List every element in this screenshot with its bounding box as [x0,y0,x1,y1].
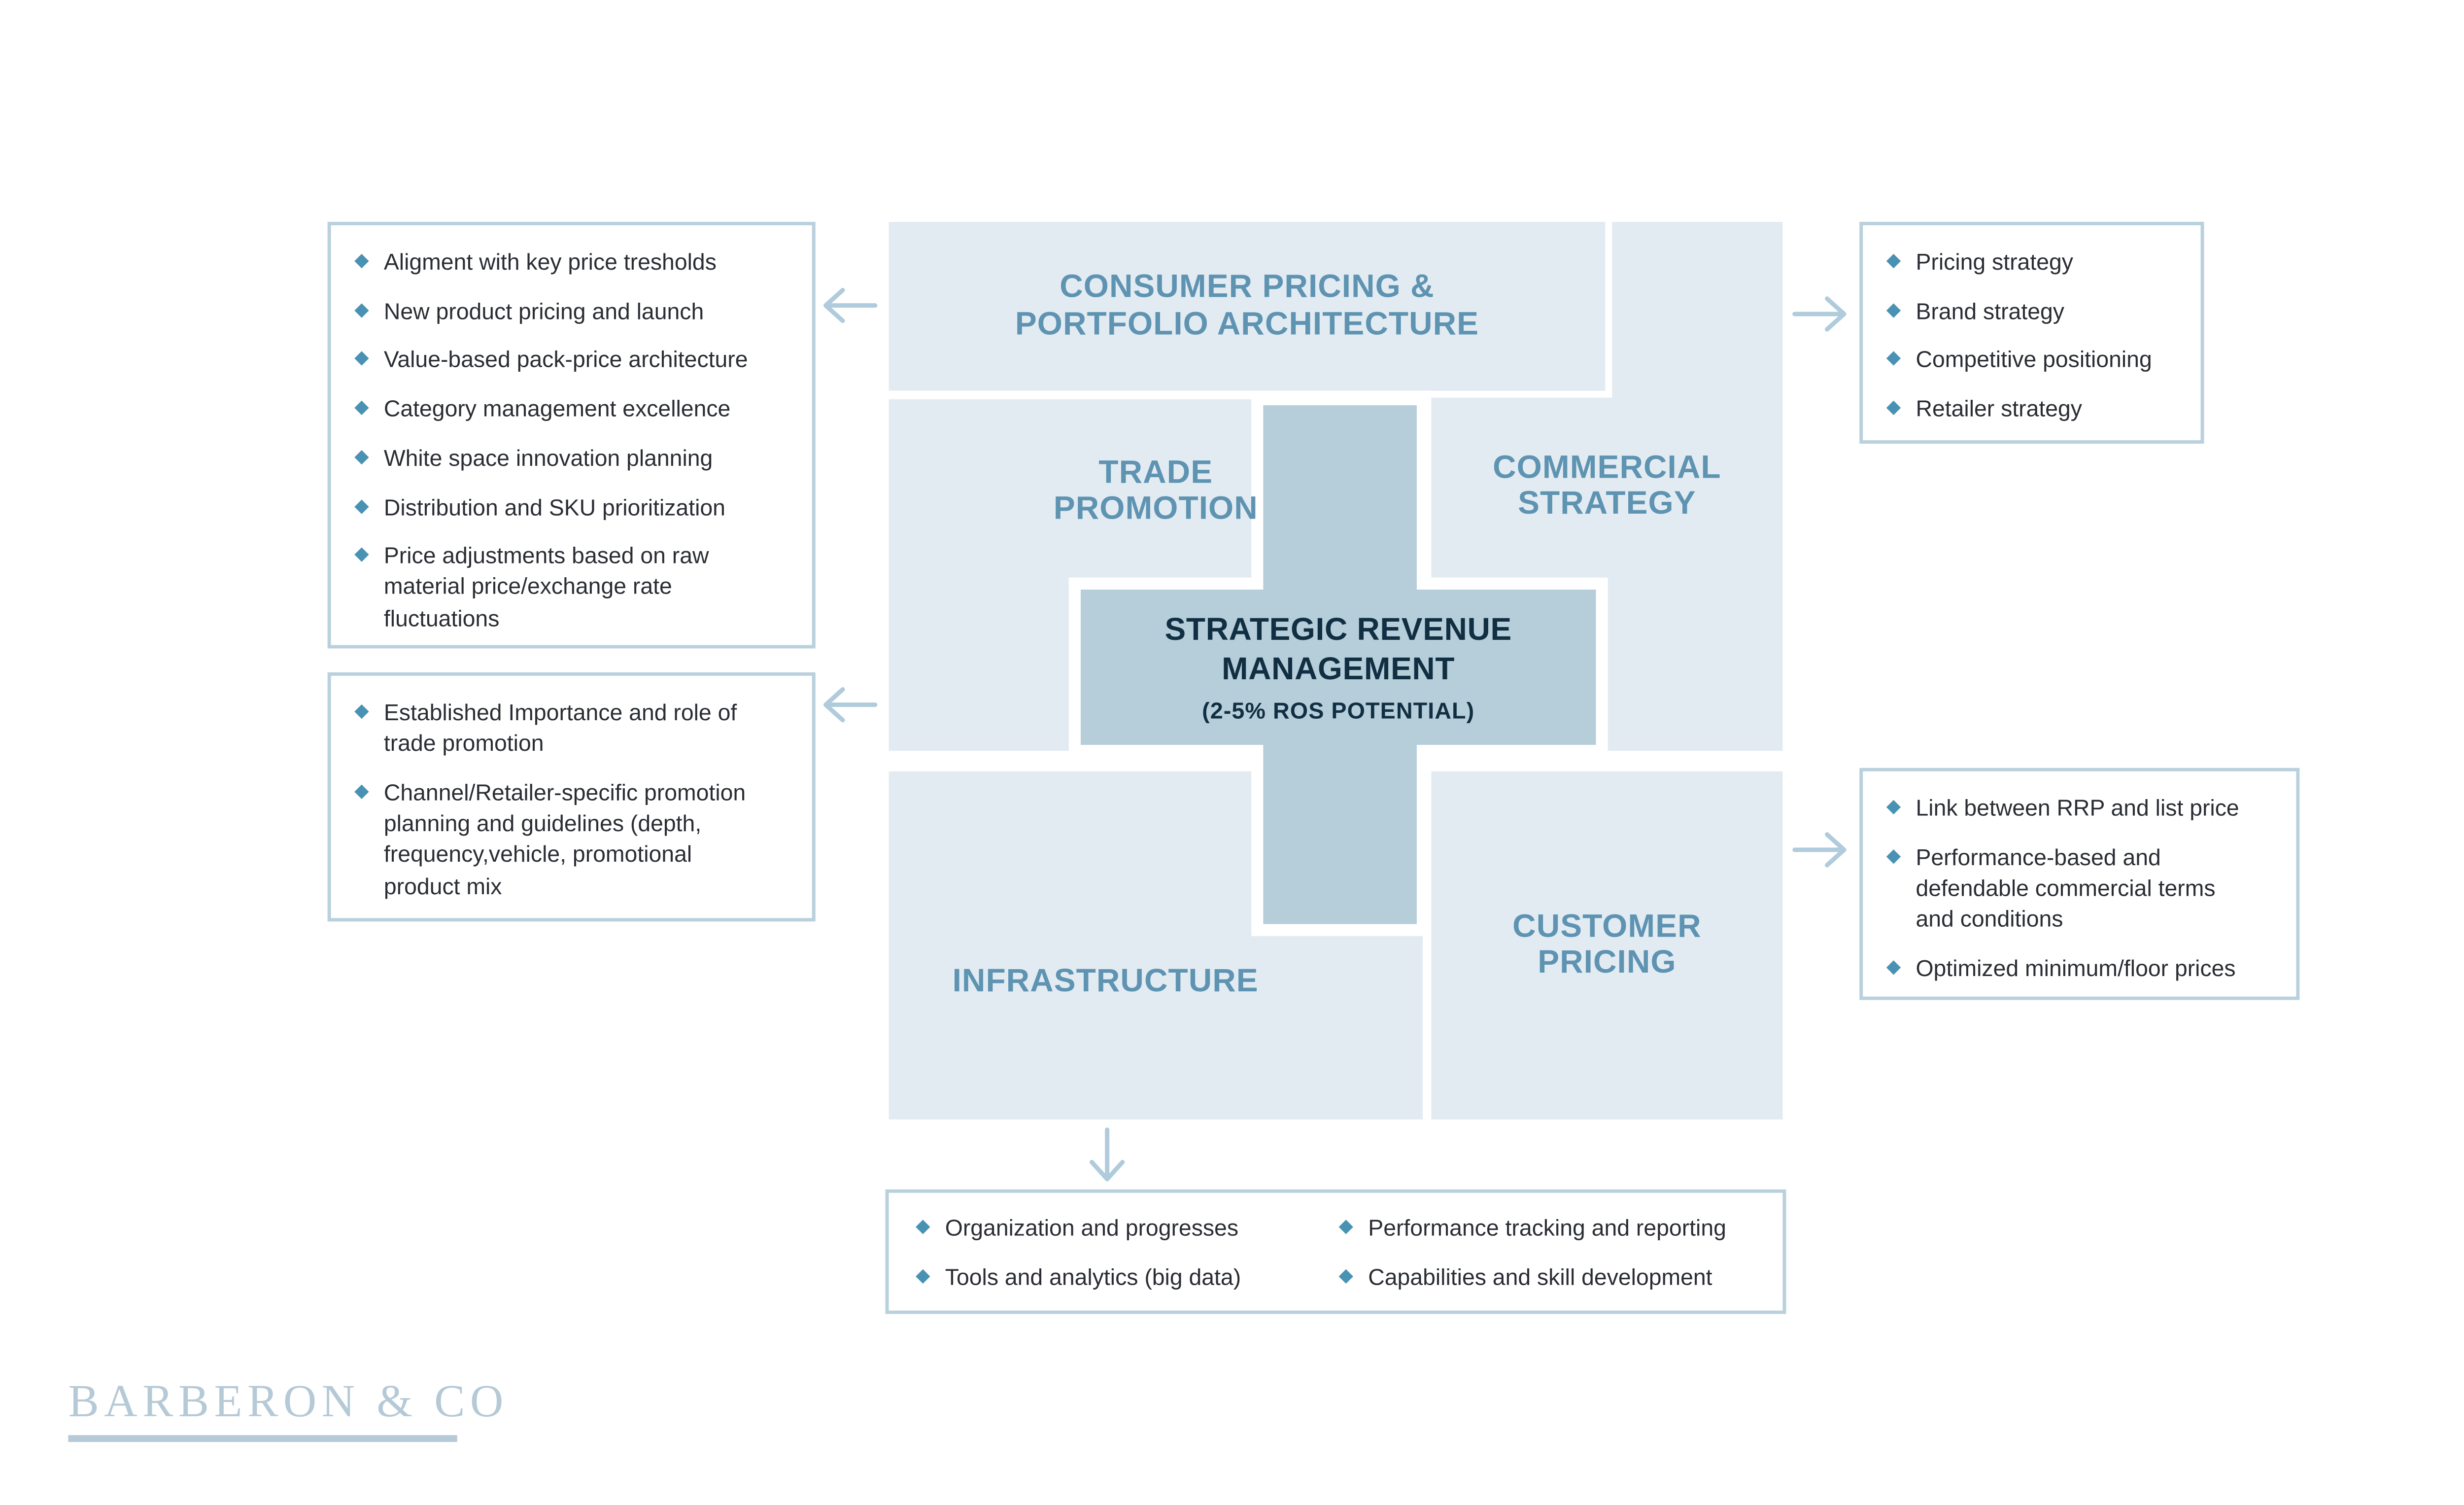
arrow-left-top-icon [823,287,878,323]
list-item-text: Retailer strategy [1916,396,2083,422]
list-item: Established Importance and role of trade… [354,698,798,760]
diamond-bullet-icon [354,450,369,464]
list-item-text: Value-based pack-price architecture [383,347,748,373]
list-item-text: Established Importance and role of trade… [383,700,737,757]
diamond-bullet-icon [354,351,369,367]
arrow-right-bottom-icon [1792,832,1847,868]
list-item-text: Brand strategy [1916,298,2064,324]
diamond-bullet-icon [1886,800,1901,815]
company-logo-underline [68,1435,457,1441]
list-item: Competitive positioning [1886,346,2187,377]
diamond-bullet-icon [1886,849,1901,864]
list-item-text: Competitive positioning [1916,347,2152,373]
list-item: Organization and progresses [916,1213,1327,1244]
diamond-bullet-icon [354,253,369,269]
diamond-bullet-icon [354,498,369,514]
list-item-text: Link between RRP and list price [1916,795,2239,821]
company-logo: BARBERON & CO [68,1375,508,1441]
list-item: Capabilities and skill development [1338,1262,1776,1294]
list-item: Retailer strategy [1886,394,2187,425]
commercial-strategy-label: COMMERCIAL STRATEGY [1493,450,1721,523]
list-item: Distribution and SKU prioritization [354,492,798,524]
diamond-bullet-icon [354,704,369,719]
trade-promotion-label: TRADE PROMOTION [1053,455,1258,527]
list-item: Performance-based and defendable commerc… [1886,842,2283,936]
list-item: Value-based pack-price architecture [354,346,798,377]
diamond-bullet-icon [1886,401,1901,416]
diamond-bullet-icon [354,548,369,562]
list-item: Price adjustments based on raw material … [354,541,798,634]
list-item: Brand strategy [1886,296,2187,327]
list-item-text: Performance tracking and reporting [1368,1215,1726,1241]
infrastructure-label: INFRASTRUCTURE [952,964,1259,1001]
list-item-text: Channel/Retailer-specific promotion plan… [383,779,746,899]
strategic-revenue-title: STRATEGIC REVENUE MANAGEMENT [1164,611,1512,686]
diamond-bullet-icon [1886,960,1901,975]
list-item-text: Distribution and SKU prioritization [383,494,725,520]
list-item-text: Pricing strategy [1916,249,2073,275]
list-item: Category management excellence [354,394,798,425]
list-item: White space innovation planning [354,443,798,474]
list-item-text: Tools and analytics (big data) [945,1264,1241,1290]
list-item: Aligment with key price tresholds [354,247,798,279]
diamond-bullet-icon [1338,1268,1353,1284]
diamond-bullet-icon [354,784,369,799]
arrow-left-middle-icon [823,687,878,723]
list-item-text: Performance-based and defendable commerc… [1916,844,2216,932]
strategic-revenue-management-label: STRATEGIC REVENUE MANAGEMENT (2-5% ROS P… [1075,584,1602,751]
diamond-bullet-icon [1886,303,1901,317]
diamond-bullet-icon [1338,1220,1353,1234]
diamond-bullet-icon [354,401,369,416]
list-item: Optimized minimum/floor prices [1886,953,2283,984]
ros-potential-subtitle: (2-5% ROS POTENTIAL) [1202,698,1475,724]
list-item-text: Aligment with key price tresholds [383,249,717,275]
diamond-bullet-icon [354,303,369,317]
list-item-text: Price adjustments based on raw material … [383,543,709,631]
customer-pricing-block [1431,771,1783,1120]
list-item: Performance tracking and reporting [1338,1213,1776,1244]
list-item: New product pricing and launch [354,296,798,327]
list-item: Channel/Retailer-specific promotion plan… [354,778,798,902]
arrow-right-top-icon [1792,296,1847,332]
list-item-text: Optimized minimum/floor prices [1916,955,2236,981]
diamond-bullet-icon [1886,351,1901,367]
list-item-text: White space innovation planning [383,445,713,471]
list-item: Link between RRP and list price [1886,794,2283,825]
strategic-revenue-cross-shape [1068,393,1608,936]
list-item-text: Capabilities and skill development [1368,1264,1712,1290]
consumer-pricing-label: CONSUMER PRICING & PORTFOLIO ARCHITECTUR… [1015,269,1479,343]
diamond-bullet-icon [916,1220,930,1234]
trade-promotion-callout-box: Established Importance and role of trade… [327,672,816,922]
diamond-bullet-icon [916,1268,930,1284]
list-item: Tools and analytics (big data) [916,1262,1327,1294]
list-item-text: New product pricing and launch [383,298,704,324]
list-item: Pricing strategy [1886,247,2187,279]
consumer-pricing-block [882,215,1612,398]
list-item-text: Category management excellence [383,396,731,422]
list-item-text: Organization and progresses [945,1215,1239,1241]
company-logo-text: BARBERON & CO [68,1375,509,1427]
diamond-bullet-icon [1886,253,1901,269]
arrow-down-icon [1089,1127,1125,1182]
customer-pricing-label: CUSTOMER PRICING [1512,909,1702,981]
